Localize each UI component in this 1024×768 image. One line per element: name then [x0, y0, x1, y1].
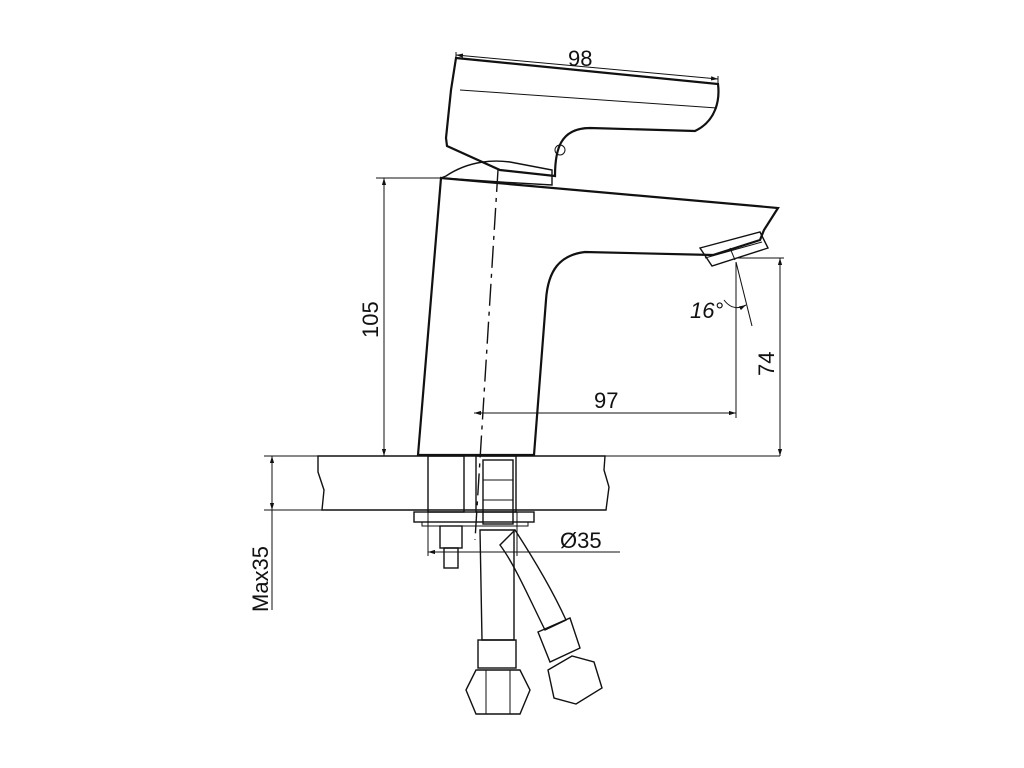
label-max-countertop: Max35 — [248, 546, 273, 612]
label-mount-hole: Ø35 — [560, 528, 602, 553]
dimension-spray-angle: 16° — [690, 261, 753, 327]
dimension-spout-height: 74 — [738, 257, 784, 456]
faucet-body — [416, 176, 780, 457]
label-spout-height: 74 — [754, 352, 779, 376]
dimension-max-countertop: Max35 — [248, 455, 318, 612]
label-body-height: 105 — [358, 301, 383, 338]
aerator — [698, 231, 769, 267]
label-spout-reach: 97 — [594, 388, 618, 413]
center-axis — [474, 169, 499, 541]
faucet-handle — [440, 56, 720, 186]
braided-hose-left — [465, 529, 531, 715]
dimension-spout-reach: 97 — [474, 262, 737, 418]
dimension-handle-length: 98 — [455, 46, 719, 84]
mounting-hardware — [413, 459, 535, 569]
dimension-mount-hole: Ø35 — [427, 512, 620, 556]
dimension-body-height: 105 — [358, 177, 441, 457]
label-spray-angle: 16° — [690, 298, 723, 323]
label-handle-length: 98 — [568, 46, 592, 71]
braided-hose-right — [499, 528, 603, 705]
countertop — [290, 455, 780, 513]
